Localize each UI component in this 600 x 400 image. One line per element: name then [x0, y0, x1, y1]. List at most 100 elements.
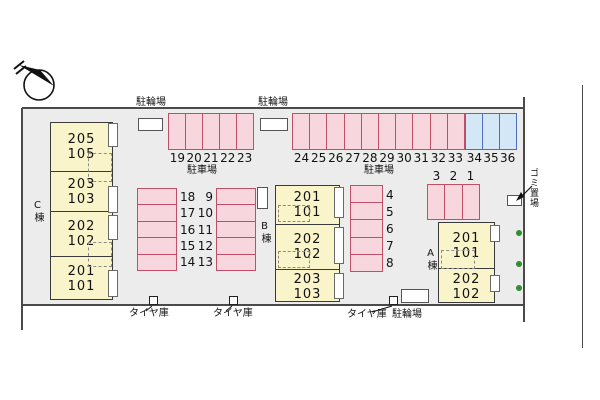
north-arrow-icon — [13, 60, 55, 101]
parking-space-number: 8 — [386, 255, 394, 270]
parking-space-25 — [310, 114, 328, 149]
parking-space-15 — [138, 238, 176, 255]
plant-marker — [516, 230, 522, 236]
parking-space-36 — [500, 114, 516, 149]
unit-lower-number: 101 — [67, 279, 96, 294]
parking-space-14 — [138, 255, 176, 270]
unit-upper-number: 203 — [293, 271, 322, 287]
parking-space-9 — [217, 189, 255, 206]
parking-space-number: 6 — [386, 221, 394, 236]
parking-space-8 — [351, 255, 382, 271]
parking-space-21 — [203, 114, 220, 149]
unit-b-203-103: 203 103 — [276, 269, 339, 303]
parking-space-24 — [293, 114, 311, 149]
building-b: 201 101 202 102 203 103 — [275, 185, 340, 302]
unit-upper-number: 202 — [452, 271, 481, 287]
tire-storage-label-3: タイヤ庫 — [347, 309, 387, 320]
bicycle-parking-label-top-left: 駐輪場 — [136, 97, 166, 108]
parking-space-number: 33 — [447, 151, 464, 165]
unit-c-202-102: 202 102 — [51, 211, 112, 256]
parking-space-28 — [362, 114, 380, 149]
building-a-label: A棟 — [425, 248, 436, 271]
parking-space-3 — [428, 185, 446, 219]
balcony — [334, 227, 344, 264]
unit-a-201-101: 201 101 — [439, 223, 494, 268]
stair-dashed-outline — [441, 250, 475, 269]
parking-space-2 — [445, 185, 463, 219]
parking-space-number: 12 — [197, 238, 213, 253]
parking-space-19 — [169, 114, 186, 149]
parking-space-number: 17 — [180, 206, 196, 221]
unit-upper-number: 201 — [293, 190, 322, 205]
balcony — [334, 273, 344, 299]
bicycle-parking-label-top-right: 駐輪場 — [258, 97, 288, 108]
building-a: 201 101 202 102 — [438, 222, 495, 303]
parking-space-number: 27 — [345, 151, 361, 165]
building-c: 205 105 203 103 202 102 201 101 — [50, 122, 113, 300]
parking-space-number: 4 — [386, 187, 394, 202]
parking-space-7 — [351, 238, 382, 255]
parking-space-number: 25 — [311, 151, 327, 165]
parking-space-27 — [345, 114, 362, 149]
unit-a-202-102: 202 102 — [439, 268, 494, 304]
unit-upper-number: 202 — [293, 232, 322, 247]
parking-space-number: 14 — [180, 254, 196, 269]
unit-upper-number: 203 — [67, 176, 96, 192]
unit-c-201-101: 201 101 — [51, 256, 112, 301]
site-boundary-top — [22, 107, 525, 109]
unit-upper-number: 201 — [452, 230, 481, 246]
parking-space-35 — [483, 114, 500, 149]
unit-lower-number: 105 — [67, 147, 96, 162]
site-boundary-left — [21, 108, 23, 330]
parking-space-17 — [138, 205, 176, 222]
garbage-area-label: ゴミ置場 — [528, 168, 538, 208]
parking-space-number: 23 — [236, 151, 253, 165]
stair-dashed-outline — [88, 242, 112, 267]
unit-lower-number: 102 — [452, 286, 481, 302]
building-c-label: C棟 — [32, 200, 43, 223]
parking-space-13 — [217, 255, 255, 270]
parking-space-16 — [138, 222, 176, 239]
balcony — [108, 186, 118, 213]
parking-space-1 — [463, 185, 479, 219]
stair-dashed-outline — [278, 205, 310, 222]
unit-b-201-101: 201 101 — [276, 186, 339, 224]
garbage-station-box — [507, 195, 522, 206]
parking-space-number: 2 — [449, 169, 458, 183]
parking-space-6 — [351, 220, 382, 238]
site-boundary-bottom — [22, 304, 525, 306]
parking-space-number: 26 — [328, 151, 344, 165]
parking-space-number: 35 — [483, 151, 499, 165]
unit-upper-number: 202 — [67, 219, 96, 234]
balcony — [108, 270, 118, 297]
parking-space-12 — [217, 238, 255, 255]
parking-space-22 — [220, 114, 237, 149]
unit-lower-number: 103 — [67, 191, 96, 207]
balcony — [334, 187, 344, 218]
parking-space-33 — [448, 114, 464, 149]
parking-space-4 — [351, 186, 382, 204]
unit-upper-number: 201 — [67, 264, 96, 279]
bicycle-parking-box-top-right — [260, 118, 288, 131]
unit-lower-number: 102 — [293, 247, 322, 262]
parking-space-number: 21 — [203, 151, 219, 165]
tire-storage-label-2: タイヤ庫 — [213, 308, 253, 319]
parking-space-31 — [413, 114, 431, 149]
site-boundary-right — [523, 97, 525, 322]
unit-lower-number: 103 — [293, 286, 322, 302]
parking-space-number: 36 — [500, 151, 516, 165]
parking-space-number: 13 — [197, 254, 213, 269]
balcony — [108, 215, 118, 240]
parking-space-number: 11 — [197, 222, 213, 237]
bicycle-parking-box-top-left — [138, 118, 163, 131]
plant-marker — [516, 285, 522, 291]
unit-upper-number: 205 — [67, 132, 96, 147]
